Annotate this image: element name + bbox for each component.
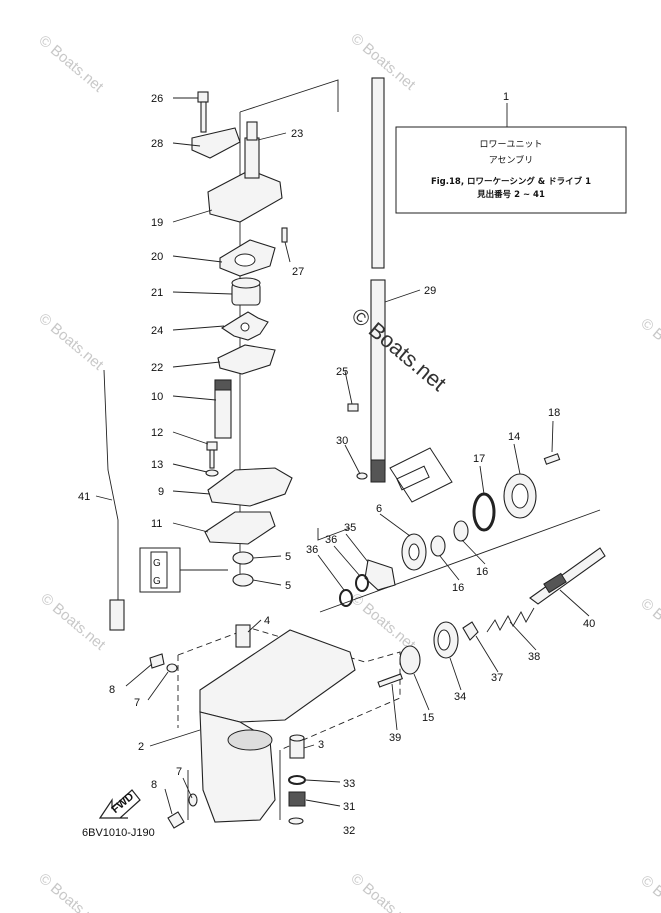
watermark: © Boats.net <box>37 590 109 654</box>
callout-3: 3 <box>318 739 324 751</box>
callout-6: 6 <box>376 503 382 515</box>
callout-14: 14 <box>508 431 520 443</box>
callout-10: 10 <box>151 391 163 403</box>
info-figure: Fig.18, ロワーケーシング & ドライブ 1 <box>431 176 591 187</box>
info-title: ロワーユニット <box>479 140 542 150</box>
watermark: © Boats.net <box>35 870 107 913</box>
callout-13: 13 <box>151 459 163 471</box>
callout-33: 33 <box>343 778 355 790</box>
callout-35: 35 <box>344 522 356 534</box>
shift-rod[interactable] <box>103 369 125 631</box>
callout-16a: 16 <box>476 566 488 578</box>
callout-27: 27 <box>292 266 304 278</box>
watermark: © Boats.net <box>35 310 107 374</box>
lower-casing[interactable] <box>199 629 356 823</box>
callout-32: 32 <box>343 825 355 837</box>
callout-37: 37 <box>491 672 503 684</box>
callout-36b: 36 <box>306 544 318 556</box>
callout-11: 11 <box>151 518 162 530</box>
callout-41: 41 <box>78 491 90 503</box>
callout-40: 40 <box>583 618 595 630</box>
watermark: © Boats.net <box>637 315 661 379</box>
callout-labels: 1 26 28 23 19 20 27 21 24 22 10 12 13 9 … <box>78 91 595 837</box>
callout-19: 19 <box>151 217 163 229</box>
callout-16b: 16 <box>452 582 464 594</box>
callout-4: 4 <box>264 615 270 627</box>
callout-17: 17 <box>473 453 485 465</box>
callout-25: 25 <box>336 366 348 378</box>
callout-7a: 7 <box>134 697 140 709</box>
callout-26: 26 <box>151 93 163 105</box>
callout-8b: 8 <box>151 779 157 791</box>
callout-22: 22 <box>151 362 163 374</box>
callout-5a: 5 <box>285 551 291 563</box>
callout-5b: 5 <box>285 580 291 592</box>
drive-shaft[interactable] <box>370 77 386 483</box>
callout-23: 23 <box>291 128 303 140</box>
svg-text:G: G <box>153 576 161 587</box>
callout-28: 28 <box>151 138 163 150</box>
callout-8a: 8 <box>109 684 115 696</box>
callout-38: 38 <box>528 651 540 663</box>
watermark: © Boats.net <box>347 870 419 913</box>
callout-9: 9 <box>158 486 164 498</box>
gear-detail <box>389 447 453 503</box>
watermark: © Boats.net <box>637 872 661 913</box>
seal-detail: G G <box>139 547 228 593</box>
callout-34: 34 <box>454 691 466 703</box>
callout-39: 39 <box>389 732 401 744</box>
water-pump-parts[interactable] <box>191 91 293 648</box>
callout-2: 2 <box>138 741 144 753</box>
callout-24: 24 <box>151 325 163 337</box>
callout-7b: 7 <box>176 766 182 778</box>
leader-lines <box>95 97 590 815</box>
svg-text:G: G <box>153 558 161 569</box>
center-watermark: © Boats.net <box>347 303 451 396</box>
callout-20: 20 <box>151 251 163 263</box>
callout-30: 30 <box>336 435 348 447</box>
prop-shaft-group[interactable] <box>339 403 606 688</box>
diagram-code: 6BV1010-J190 <box>82 827 155 839</box>
callout-1: 1 <box>503 91 509 103</box>
callout-36a: 36 <box>325 534 337 546</box>
watermark: © Boats.net <box>637 595 661 659</box>
info-ref-range: 見出番号 2 ~ 41 <box>476 189 545 200</box>
fwd-arrow-icon: FWD <box>98 789 141 819</box>
callout-12: 12 <box>151 427 163 439</box>
watermark: © Boats.net <box>35 32 107 96</box>
callout-15: 15 <box>422 712 434 724</box>
watermark: © Boats.net <box>347 590 419 654</box>
callout-21: 21 <box>151 287 163 299</box>
info-subtitle: アセンブリ <box>489 154 534 166</box>
info-box: ロワーユニット アセンブリ Fig.18, ロワーケーシング & ドライブ 1 … <box>395 103 627 214</box>
callout-18: 18 <box>548 407 560 419</box>
callout-31: 31 <box>343 801 355 813</box>
callout-29: 29 <box>424 285 436 297</box>
